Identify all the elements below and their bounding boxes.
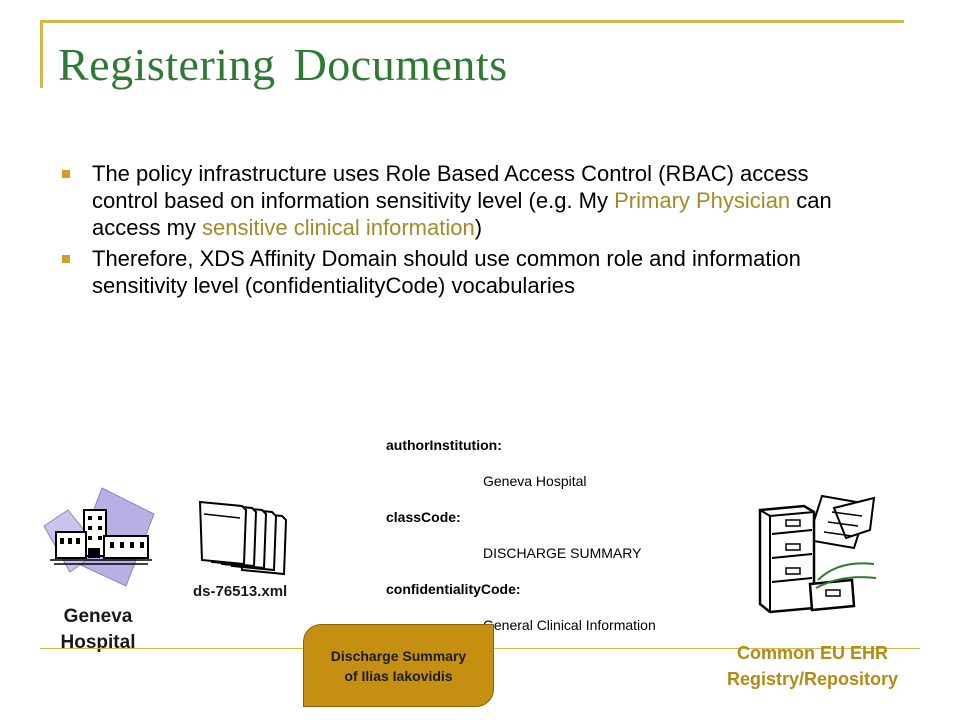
registry-label: Common EU EHR Registry/Repository — [726, 643, 899, 689]
document-metadata: authorInstitution: Geneva Hospital class… — [386, 437, 746, 653]
metadata-value-confidentiality-code: General Clinical Information — [483, 617, 656, 633]
slide-title: Registering Documents — [58, 39, 508, 90]
slide-frame-left-rule — [40, 20, 43, 88]
bullet-text: can access my — [92, 188, 832, 240]
metadata-key-class-code: classCode: — [386, 509, 461, 525]
hospital-label: Geneva Hospital — [60, 606, 136, 653]
bullet-text: The policy infrastructure uses Role Base… — [92, 161, 809, 213]
bullet-item-vocabularies: Therefore, XDS Affinity Domain should us… — [60, 245, 850, 299]
filing-cabinet-icon — [758, 494, 877, 614]
metadata-key-confidentiality-code: confidentialityCode: — [386, 581, 521, 597]
hospital-icon — [43, 487, 155, 587]
bullet-text: ) — [474, 215, 483, 240]
highlight-primary-physician: Primary Physician — [614, 188, 791, 213]
metadata-key-author-institution: authorInstitution: — [386, 437, 502, 453]
bullet-square-icon — [62, 170, 70, 178]
document-title-text: Discharge Summary of Ilias Iakovidis — [330, 647, 467, 684]
bullet-text: Therefore, XDS Affinity Domain should us… — [92, 246, 801, 298]
document-folders-icon — [198, 500, 288, 576]
highlight-sensitive-information: sensitive clinical information — [202, 215, 475, 240]
document-file-label: ds-76513.xml — [193, 583, 288, 600]
document-title-badge: Discharge Summary of Ilias Iakovidis — [303, 624, 494, 707]
metadata-value-class-code: DISCHARGE SUMMARY — [483, 545, 642, 561]
bullet-item-rbac: The policy infrastructure uses Role Base… — [60, 160, 850, 241]
slide-frame-top-rule — [40, 20, 904, 23]
bullet-square-icon — [62, 255, 70, 263]
metadata-value-author-institution: Geneva Hospital — [483, 473, 587, 489]
bullet-list: The policy infrastructure uses Role Base… — [60, 160, 850, 303]
